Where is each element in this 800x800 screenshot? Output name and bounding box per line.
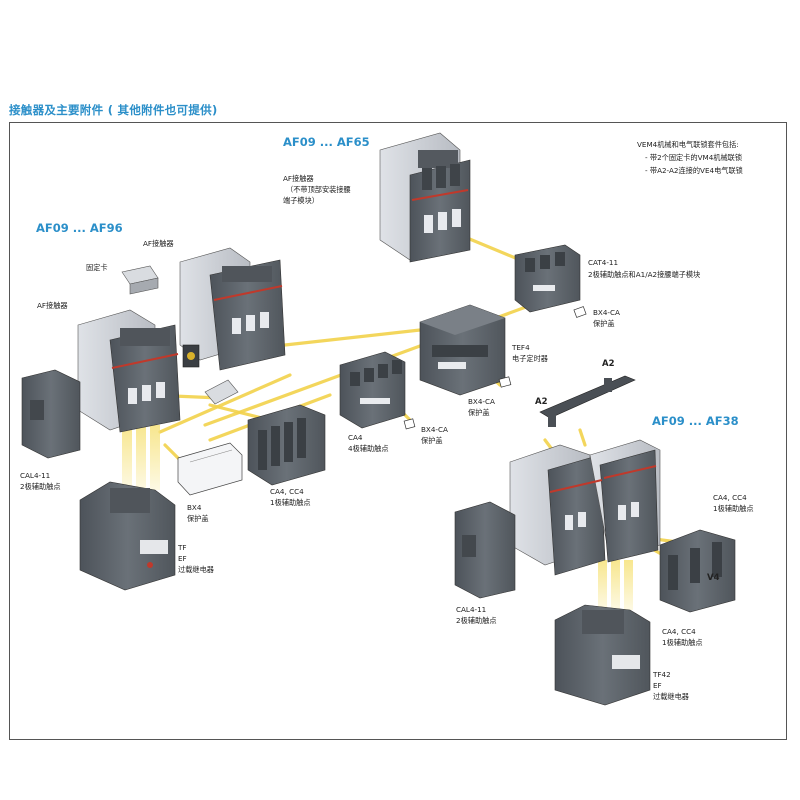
label-a2-top: A2 [602, 359, 615, 369]
label-ca4-2: 4极辅助触点 [348, 444, 389, 453]
label-af-left-top: AF接触器 [143, 239, 174, 248]
label-tf-2: EF [178, 554, 187, 563]
label-clip: 固定卡 [86, 263, 108, 272]
cat4-11-module [514, 244, 581, 313]
note-line-2: - 带2个固定卡的VM4机械联锁 [645, 153, 742, 162]
af-contactor-pair-right [509, 439, 661, 576]
ca4-cc4-block-mid [247, 404, 326, 486]
label-tef4-2: 电子定时器 [512, 354, 548, 363]
label-cacc-mid-1: CA4, CC4 [270, 487, 304, 496]
label-tef4-1: TEF4 [511, 343, 530, 352]
af-contactor-left-upper [179, 247, 286, 371]
label-af-top-3: 端子模块） [283, 196, 319, 205]
label-bx4ca-low-1: BX4-CA [421, 425, 448, 434]
label-cal4-right-2: 2极辅助触点 [456, 616, 497, 625]
cal4-11-left [21, 369, 81, 459]
label-ca4-1: CA4 [348, 433, 363, 442]
series-label-top: AF09 ... AF65 [283, 135, 370, 149]
label-tf42-2: EF [653, 681, 662, 690]
label-bx4ca-top-1: BX4-CA [593, 308, 620, 317]
label-bx4-1: BX4 [187, 503, 202, 512]
ca4-block [339, 351, 406, 429]
tf-ef-overload-relay-left [79, 481, 176, 591]
clip-lower [204, 379, 239, 405]
label-bx4ca-mid-2: 保护盖 [468, 408, 490, 417]
bx4-ca-cover-mid [498, 376, 512, 388]
label-a2-mid: A2 [535, 397, 548, 407]
bx4-cover [177, 442, 243, 496]
page-title: 接触器及主要附件 ( 其他附件也可提供) [9, 103, 218, 117]
label-af-top-2: （不带顶部安装接腰 [286, 185, 351, 194]
label-mark-v4: V4 [707, 573, 720, 583]
diagram-frame [9, 122, 787, 740]
tef4-timer [419, 304, 506, 396]
a2-bar [539, 375, 636, 427]
af-contactor-top [379, 132, 471, 263]
label-af-left: AF接触器 [37, 301, 68, 310]
note-line-3: - 带A2-A2连接的VE4电气联锁 [645, 166, 743, 175]
connector-beams [122, 425, 633, 610]
label-cal4-left-2: 2极辅助触点 [20, 482, 61, 491]
ca4-cc4-block-right [659, 529, 736, 613]
mechanical-interlock [182, 344, 200, 368]
label-bx4ca-low-2: 保护盖 [421, 436, 443, 445]
bx4-ca-cover-low [403, 418, 416, 430]
label-bx4-2: 保护盖 [187, 514, 209, 523]
label-bx4ca-top-2: 保护盖 [593, 319, 615, 328]
bx4-ca-cover-top [573, 306, 587, 318]
af-contactor-left-main [77, 309, 181, 433]
series-label-right: AF09 ... AF38 [652, 414, 739, 428]
tf42-overload-relay [554, 604, 651, 706]
label-cat4-1: CAT4-11 [588, 258, 618, 267]
label-cacc-low-2: 1极辅助触点 [662, 638, 703, 647]
interlock-note: VEM4机械和电气联锁套件包括: - 带2个固定卡的VM4机械联锁 - 带A2-… [637, 140, 743, 175]
label-cacc-low-1: CA4, CC4 [662, 627, 696, 636]
label-cacc-right-2: 1极辅助触点 [713, 504, 754, 513]
label-cal4-right-1: CAL4-11 [456, 605, 486, 614]
label-tf-3: 过载继电器 [178, 565, 214, 574]
series-label-left: AF09 ... AF96 [36, 221, 123, 235]
label-af-top-1: AF接触器 [283, 174, 314, 183]
mounting-clip [121, 265, 159, 295]
label-cat4-2: 2极辅助触点和A1/A2接腰端子模块 [588, 270, 700, 279]
component-labels: AF接触器 （不带顶部安装接腰 端子模块） AF接触器 固定卡 AF接触器 CA… [20, 174, 754, 701]
label-tf42-3: 过载继电器 [653, 692, 689, 701]
series-labels: AF09 ... AF65 AF09 ... AF96 AF09 ... AF3… [36, 135, 739, 428]
label-cal4-left-1: CAL4-11 [20, 471, 50, 480]
note-line-1: VEM4机械和电气联锁套件包括: [637, 140, 739, 149]
cal4-11-right [454, 501, 516, 599]
label-tf-1: TF [177, 543, 187, 552]
label-cacc-right-1: CA4, CC4 [713, 493, 747, 502]
label-bx4ca-mid-1: BX4-CA [468, 397, 495, 406]
label-tf42-1: TF42 [652, 670, 671, 679]
label-cacc-mid-2: 1极辅助触点 [270, 498, 311, 507]
